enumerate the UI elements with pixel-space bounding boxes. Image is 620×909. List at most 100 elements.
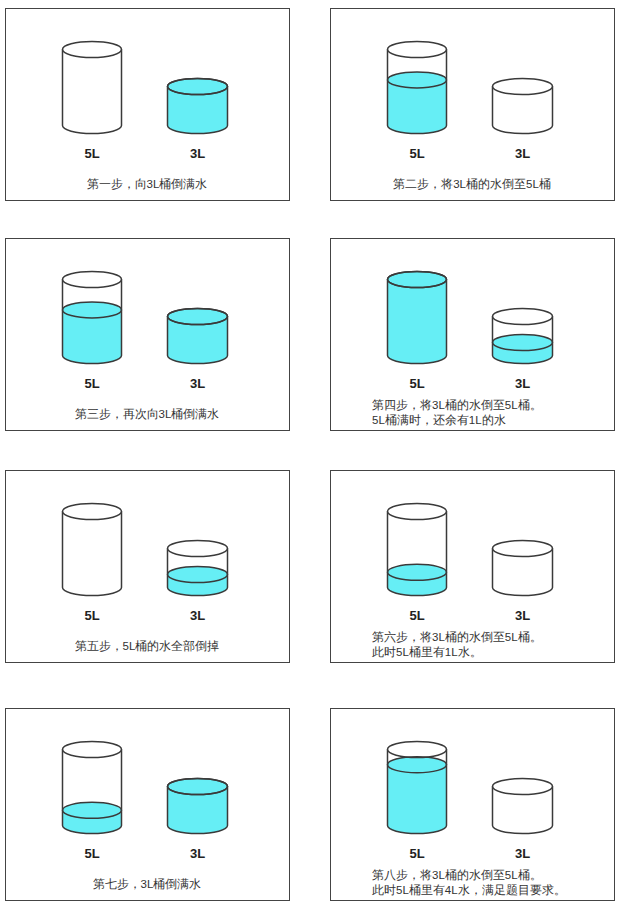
bucket-drawing (491, 77, 554, 135)
bucket-drawing (491, 539, 554, 597)
water-surface (168, 79, 228, 95)
bucket-outline (388, 50, 447, 134)
capacity-label: 5L (61, 608, 123, 624)
water-surface (388, 272, 447, 288)
bucket-outline (493, 87, 553, 134)
bucket-rim (493, 79, 553, 95)
water-surface (168, 309, 228, 325)
water-body (388, 280, 447, 364)
water-bucket: 3L (491, 539, 554, 624)
step-caption: 第二步，将3L桶的水倒至5L桶 (393, 177, 551, 192)
water-bucket: 5L (386, 40, 448, 162)
bucket-outline (168, 87, 228, 134)
bucket-ground (63, 742, 122, 834)
capacity-label: 3L (491, 146, 554, 162)
step-caption: 第七步，3L桶倒满水 (93, 877, 202, 892)
bucket-ground (388, 504, 447, 596)
capacity-label: 3L (491, 376, 554, 392)
bucket-drawing (386, 40, 448, 135)
bucket-ground (388, 742, 447, 834)
water-surface (63, 302, 122, 318)
bucket-drawing (61, 40, 123, 135)
bucket-outline (63, 280, 122, 364)
bucket-drawing (61, 502, 123, 597)
step-panel: 5L 3L 第八步，将3L桶的水倒至5L桶。 此时5L桶里有4L水，满足题目要求。 (330, 708, 615, 901)
capacity-label: 3L (166, 608, 229, 624)
bucket-outline (168, 549, 228, 596)
water-bucket: 3L (166, 77, 229, 162)
bucket-outline (63, 750, 122, 834)
water-bucket: 5L (386, 740, 448, 862)
capacity-label: 5L (61, 376, 123, 392)
bucket-rim (63, 504, 122, 520)
step-panel: 5L3L第三步，再次向3L桶倒满水 (5, 238, 290, 431)
water-surface (388, 757, 447, 773)
bucket-outline (388, 750, 447, 834)
capacity-label: 3L (166, 146, 229, 162)
capacity-label: 3L (166, 846, 229, 862)
capacity-label: 3L (166, 376, 229, 392)
bucket-ground (493, 779, 553, 834)
bucket-ground (388, 42, 447, 134)
step-caption: 第六步，将3L桶的水倒至5L桶。 此时5L桶里有1L水。 (372, 630, 572, 660)
water-surface (168, 567, 228, 583)
bucket-rim (63, 42, 122, 58)
capacity-label: 3L (491, 846, 554, 862)
bucket-outline (63, 50, 122, 134)
step-panel: 5L 3L 第六步，将3L桶的水倒至5L桶。 此时5L桶里有1L水。 (330, 470, 615, 663)
water-surface (388, 72, 447, 88)
water-surface (388, 564, 447, 580)
bucket-rim (388, 742, 447, 758)
water-bucket: 5L (386, 502, 448, 624)
water-bucket: 5L (61, 502, 123, 624)
step-caption: 第四步，将3L桶的水倒至5L桶。 5L桶满时，还余有1L的水 (372, 398, 572, 428)
bucket-outline (493, 317, 553, 364)
bucket-ground (63, 504, 122, 596)
bucket-outline (493, 787, 553, 834)
water-bucket: 3L (166, 307, 229, 392)
water-surface (493, 335, 553, 351)
step-panel: 5L 3L 第四步，将3L桶的水倒至5L桶。 5L桶满时，还余有1L的水 (330, 238, 615, 431)
bucket-rim (168, 309, 228, 325)
bucket-outline (493, 549, 553, 596)
bucket-rim (168, 779, 228, 795)
bucket-rim (493, 779, 553, 795)
bucket-ground (168, 779, 228, 834)
step-caption: 第八步，将3L桶的水倒至5L桶。 此时5L桶里有4L水，满足题目要求。 (372, 868, 572, 898)
step-caption: 第一步，向3L桶倒满水 (87, 177, 208, 192)
water-bucket: 3L (166, 777, 229, 862)
bucket-drawing (61, 270, 123, 365)
step-panel: 5L3L第五步，5L桶的水全部倒掉 (5, 470, 290, 663)
bucket-drawing (166, 307, 229, 365)
water-surface (63, 802, 122, 818)
bucket-drawing (166, 77, 229, 135)
bucket-drawing (386, 270, 448, 365)
capacity-label: 5L (61, 146, 123, 162)
bucket-ground (493, 79, 553, 134)
water-bucket: 5L (61, 740, 123, 862)
bucket-rim (168, 79, 228, 95)
capacity-label: 5L (386, 376, 448, 392)
bucket-drawing (386, 740, 448, 835)
step-panel: 5L 3L 第二步，将3L桶的水倒至5L桶 (330, 8, 615, 201)
bucket-outline (63, 512, 122, 596)
bucket-rim (388, 272, 447, 288)
bucket-ground (168, 79, 228, 134)
capacity-label: 5L (386, 846, 448, 862)
water-bucket: 3L (166, 539, 229, 624)
bucket-drawing (61, 740, 123, 835)
step-panel: 5L 3L 第七步，3L桶倒满水 (5, 708, 290, 901)
bucket-ground (63, 42, 122, 134)
bucket-drawing (491, 777, 554, 835)
bucket-ground (493, 541, 553, 596)
bucket-ground (493, 309, 553, 364)
capacity-label: 3L (491, 608, 554, 624)
water-bucket: 3L (491, 77, 554, 162)
bucket-rim (388, 504, 447, 520)
capacity-label: 5L (61, 846, 123, 862)
water-bucket: 5L (61, 270, 123, 392)
water-bucket: 3L (491, 777, 554, 862)
water-bucket: 5L (61, 40, 123, 162)
bucket-rim (493, 309, 553, 325)
bucket-ground (168, 309, 228, 364)
